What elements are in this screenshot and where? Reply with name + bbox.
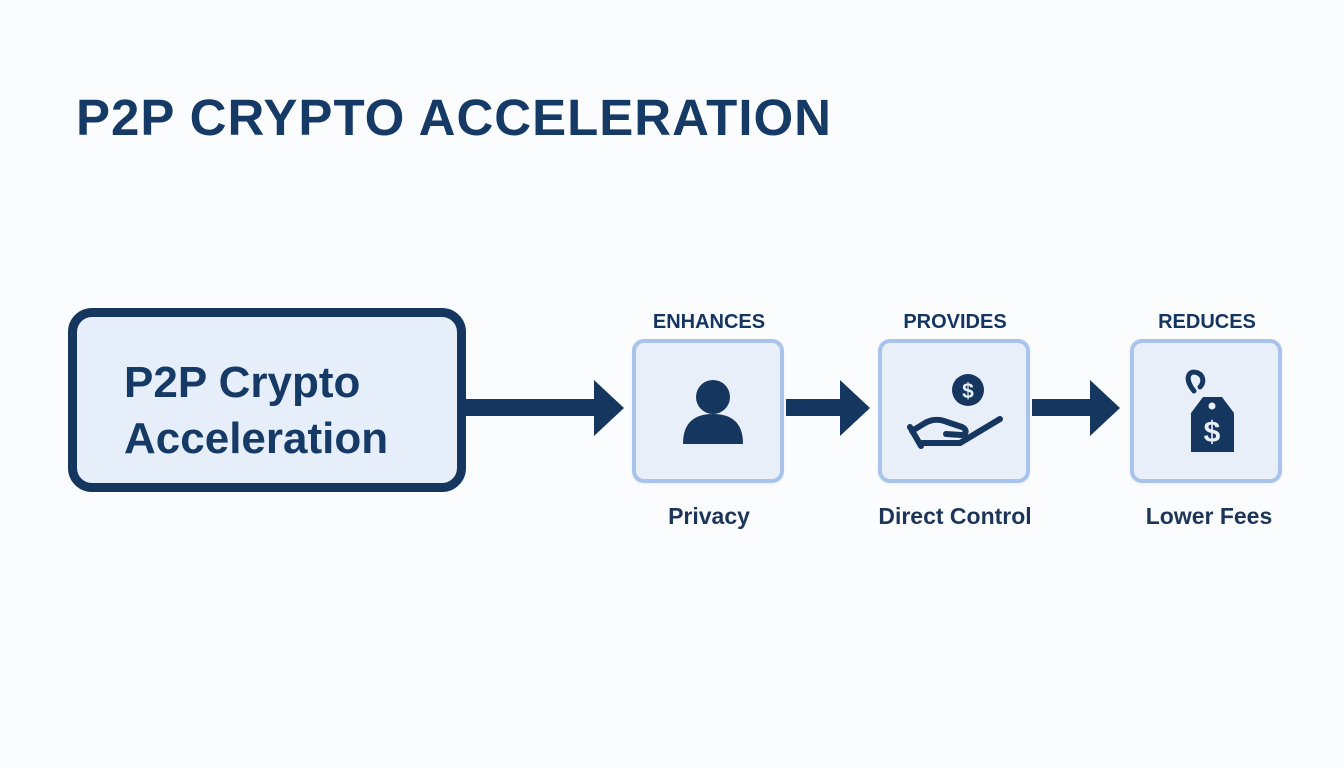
hand-coin-icon: $ xyxy=(907,374,1003,449)
step-label-lower-fees: Lower Fees xyxy=(1145,503,1273,529)
step-relation-provides: PROVIDES xyxy=(903,311,1007,333)
main-node-label-line2: Acceleration xyxy=(124,414,389,463)
page-title: P2P CRYPTO ACCELERATION xyxy=(76,89,833,146)
main-node-label: P2P Crypto Acceleration xyxy=(124,355,388,467)
step-label-privacy: Privacy xyxy=(668,503,750,529)
person-icon xyxy=(683,380,743,444)
arrow-main-to-privacy xyxy=(464,380,624,436)
step-label-direct-control: Direct Control xyxy=(878,503,1032,529)
step-box-direct-control: $ xyxy=(878,339,1030,483)
step-box-privacy xyxy=(632,339,784,483)
arrow-privacy-to-control xyxy=(786,380,870,436)
step-relation-reduces: REDUCES xyxy=(1158,311,1256,333)
coin-dollar-glyph: $ xyxy=(962,380,974,403)
main-node-label-line1: P2P Crypto xyxy=(124,358,361,407)
step-relation-enhances: ENHANCES xyxy=(652,311,766,333)
price-tag-dollar-icon: $ xyxy=(1185,369,1234,452)
step-box-lower-fees: $ xyxy=(1130,339,1282,483)
main-node-box: P2P Crypto Acceleration xyxy=(68,308,466,492)
arrow-control-to-fees xyxy=(1032,380,1120,436)
tag-dollar-glyph: $ xyxy=(1204,416,1221,449)
